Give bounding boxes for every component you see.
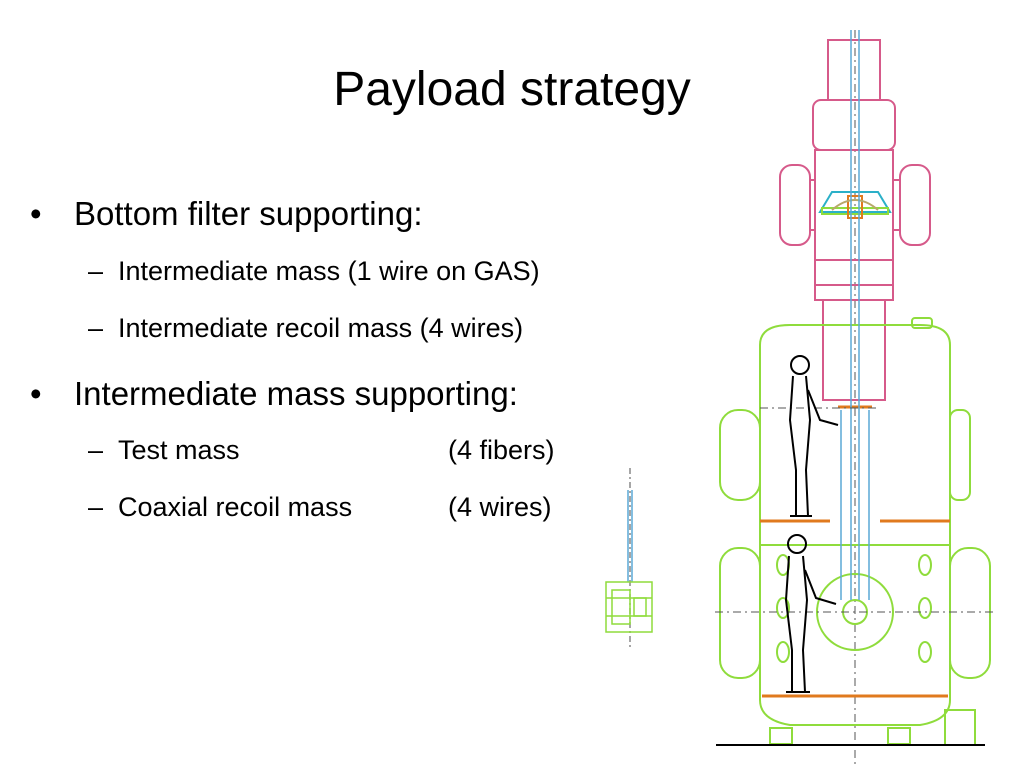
subitem-intermediate-mass: – Intermediate mass (1 wire on GAS): [88, 256, 540, 287]
dash: –: [88, 435, 104, 465]
bottom-filter: [818, 191, 892, 219]
subitem-test-mass: – Test mass (4 fibers): [88, 435, 555, 466]
subitem-intermediate-recoil-mass: – Intermediate recoil mass (4 wires): [88, 313, 523, 344]
dash: –: [88, 313, 104, 343]
suspension-wires: [840, 30, 870, 600]
bullet-intermediate-mass: • Intermediate mass supporting:: [30, 375, 518, 413]
human-figure-upper: [788, 355, 839, 517]
subitem-text: Test mass: [118, 435, 240, 465]
bullet-dot: •: [30, 195, 42, 232]
subitem-text: Intermediate recoil mass (4 wires): [118, 313, 524, 343]
subitem-text: Intermediate mass (1 wire on GAS): [118, 256, 540, 286]
subitem-detail: (4 wires): [448, 492, 552, 522]
bullet-dot: •: [30, 375, 42, 412]
bullet-text: Intermediate mass supporting:: [74, 375, 518, 412]
dash: –: [88, 256, 104, 286]
small-payload-detail: [605, 468, 653, 650]
subitem-text: Coaxial recoil mass: [118, 492, 353, 522]
slide-title: Payload strategy: [333, 63, 691, 116]
bullet-text: Bottom filter supporting:: [74, 195, 423, 232]
dash: –: [88, 492, 104, 522]
upper-tower: [779, 39, 931, 401]
subitem-detail: (4 fibers): [448, 435, 555, 465]
bullet-bottom-filter: • Bottom filter supporting:: [30, 195, 423, 233]
reference-lines: [715, 407, 995, 613]
floors: [760, 405, 950, 698]
human-figure-lower: [784, 534, 837, 693]
subitem-coaxial-recoil-mass: – Coaxial recoil mass (4 wires): [88, 492, 552, 523]
